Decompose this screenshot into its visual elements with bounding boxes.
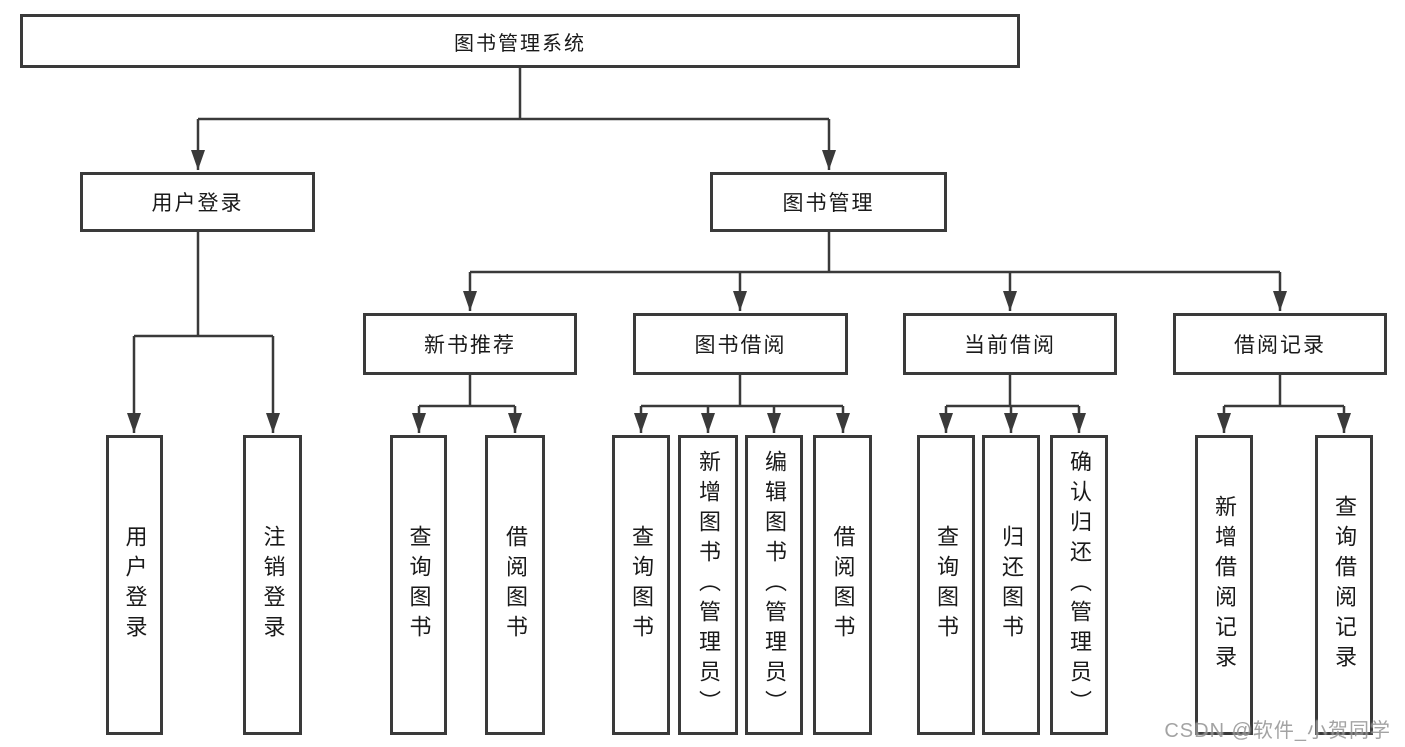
node-label: 当前借阅 [964, 334, 1056, 357]
leaf-label: 确认归还（管理员） [1067, 450, 1092, 720]
leaf-confirm-return-admin: 确认归还（管理员） [1050, 435, 1108, 735]
node-new-book-recommend: 新书推荐 [363, 313, 577, 375]
leaf-query-books-3: 查询图书 [917, 435, 975, 735]
node-library-management-system: 图书管理系统 [20, 14, 1020, 68]
node-label: 新书推荐 [424, 334, 516, 357]
leaf-logout: 注销登录 [243, 435, 302, 735]
node-label: 用户登录 [151, 192, 244, 215]
csdn-watermark: CSDN @软件_小贺同学 [1164, 720, 1391, 742]
leaf-label: 用户登录 [122, 525, 148, 645]
leaf-label: 借阅图书 [830, 525, 856, 645]
leaf-edit-book-admin: 编辑图书（管理员） [745, 435, 803, 735]
leaf-borrow-books-2: 借阅图书 [813, 435, 872, 735]
leaf-label: 编辑图书（管理员） [762, 450, 787, 720]
leaf-label: 查询图书 [934, 525, 959, 645]
leaf-label: 查询图书 [406, 525, 432, 645]
leaf-label: 注销登录 [260, 525, 286, 645]
leaf-query-borrow-record: 查询借阅记录 [1315, 435, 1373, 735]
node-label: 图书管理系统 [454, 32, 586, 55]
node-user-login: 用户登录 [80, 172, 315, 232]
leaf-user-login: 用户登录 [106, 435, 163, 735]
leaf-return-book: 归还图书 [982, 435, 1040, 735]
leaf-label: 查询图书 [629, 525, 654, 645]
leaf-label: 新增借阅记录 [1212, 495, 1237, 675]
node-label: 图书管理 [782, 192, 875, 215]
node-label: 图书借阅 [694, 334, 787, 357]
node-borrow-records: 借阅记录 [1173, 313, 1387, 375]
leaf-borrow-books-1: 借阅图书 [485, 435, 545, 735]
node-book-borrow: 图书借阅 [633, 313, 848, 375]
leaf-query-books-1: 查询图书 [390, 435, 447, 735]
leaf-label: 查询借阅记录 [1332, 495, 1357, 675]
leaf-add-borrow-record: 新增借阅记录 [1195, 435, 1253, 735]
node-current-borrow: 当前借阅 [903, 313, 1117, 375]
leaf-add-book-admin: 新增图书（管理员） [678, 435, 738, 735]
leaf-label: 归还图书 [999, 525, 1024, 645]
leaf-query-books-2: 查询图书 [612, 435, 670, 735]
node-book-management: 图书管理 [710, 172, 947, 232]
leaf-label: 新增图书（管理员） [696, 450, 721, 720]
leaf-label: 借阅图书 [503, 525, 528, 645]
node-label: 借阅记录 [1234, 334, 1326, 357]
